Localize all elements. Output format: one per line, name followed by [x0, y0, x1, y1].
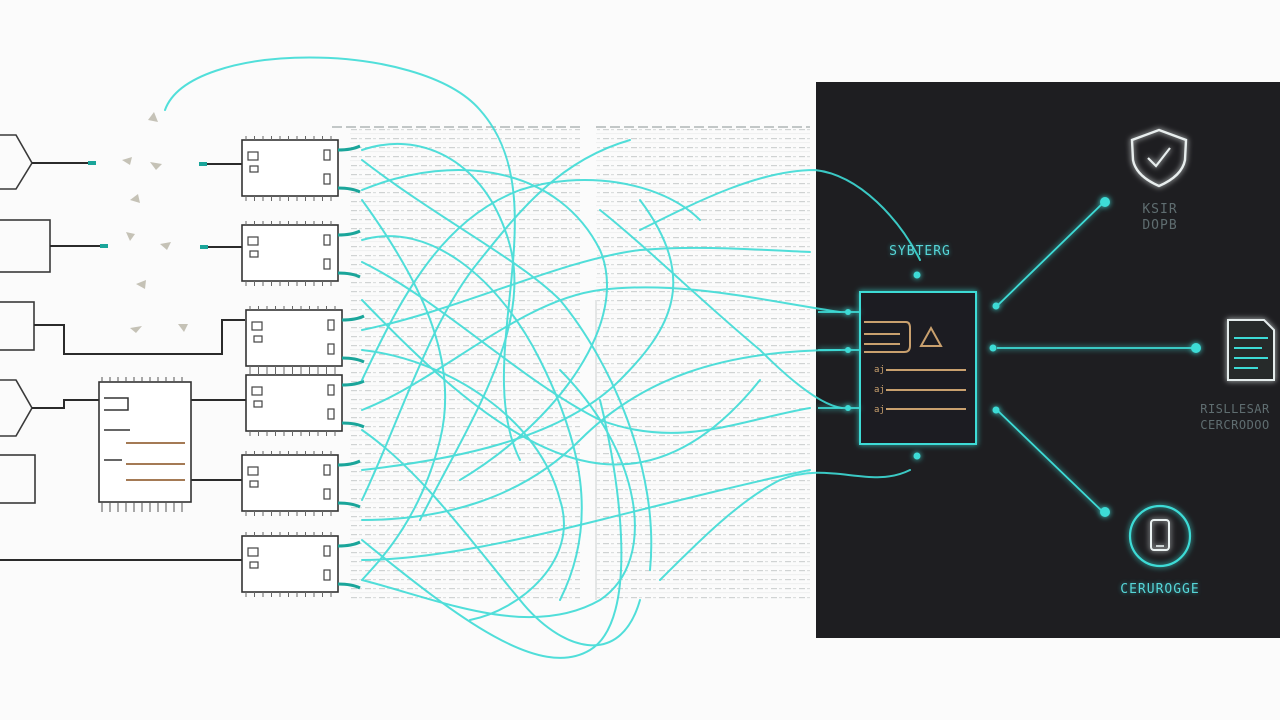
shield-check-icon [1130, 128, 1188, 188]
warning-triangle-icon [919, 325, 943, 347]
register-chip [98, 377, 192, 512]
logic-chip [245, 306, 365, 371]
center-hub-label: SYBTERG [878, 244, 962, 260]
chip-column [241, 136, 365, 597]
cyan-connections [164, 56, 921, 659]
svg-text:aj: aj [874, 385, 885, 395]
logic-chip [241, 221, 361, 286]
security-label-line2: DOPB [1142, 218, 1178, 233]
logic-chip [241, 532, 361, 597]
smartphone-icon [1128, 504, 1192, 568]
signal-wires [0, 162, 248, 561]
connector-nodes [845, 197, 1201, 517]
panel-connectors [818, 202, 1194, 513]
logic-chip [241, 136, 361, 201]
center-chip: aj aj aj [859, 291, 977, 445]
center-hub-label-text: SYBTERG [889, 244, 951, 259]
report-label: RISLLESAR CERCRODOO [1190, 401, 1280, 433]
security-label-line1: KSIR [1142, 202, 1178, 217]
report-label-line2: CERCRODOO [1200, 418, 1270, 432]
svg-text:aj: aj [874, 365, 885, 375]
mobile-label-text: CERUROGGE [1120, 582, 1200, 597]
security-label: KSIR DOPB [1120, 202, 1200, 234]
wire-terminals [88, 161, 208, 249]
svg-text:aj: aj [874, 405, 885, 415]
scattered-fragments [122, 112, 188, 333]
document-icon [1227, 319, 1275, 381]
schematic-grid-right [595, 126, 810, 600]
logic-chip [245, 371, 365, 436]
mobile-label: CERUROGGE [1106, 582, 1214, 598]
report-label-line1: RISLLESAR [1200, 402, 1270, 416]
logic-chip [241, 451, 361, 516]
